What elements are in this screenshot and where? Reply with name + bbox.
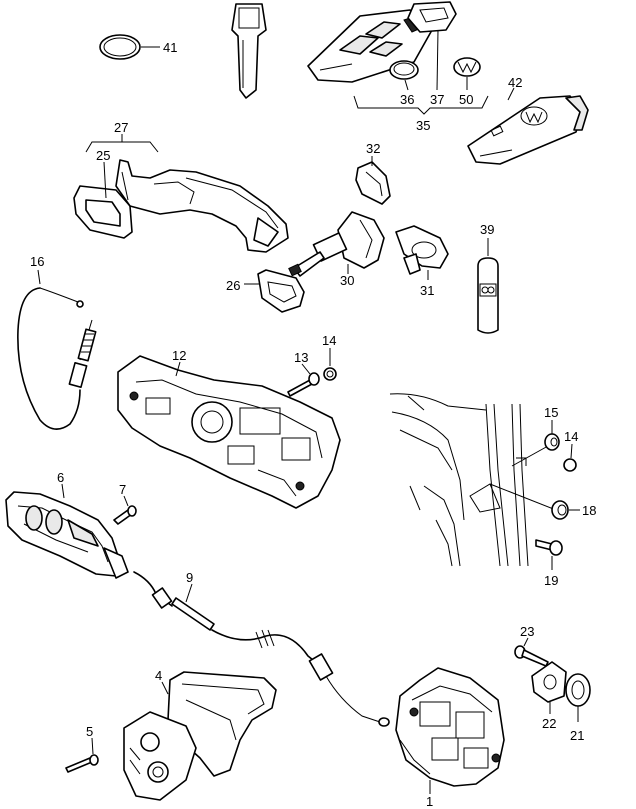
callout-35: 35 bbox=[416, 118, 430, 133]
callout-14-lower: 14 bbox=[564, 429, 578, 444]
callout-42: 42 bbox=[508, 75, 522, 90]
part-14-nut-upper bbox=[323, 348, 337, 381]
part-25-gasket bbox=[73, 161, 133, 239]
part-12-carrier bbox=[117, 355, 341, 509]
part-16-bowden-cable bbox=[17, 269, 97, 430]
part-21-cover bbox=[565, 673, 591, 722]
part-14-nut-lower bbox=[563, 443, 577, 472]
callout-23: 23 bbox=[520, 624, 534, 639]
callout-21: 21 bbox=[570, 728, 584, 743]
part-41-o-ring bbox=[99, 34, 160, 60]
part-42-keyless-fob bbox=[467, 87, 589, 165]
callout-15: 15 bbox=[544, 405, 558, 420]
callout-39: 39 bbox=[480, 222, 494, 237]
callout-7: 7 bbox=[119, 482, 126, 497]
callout-14-upper: 14 bbox=[322, 333, 336, 348]
callout-12: 12 bbox=[172, 348, 186, 363]
callout-4: 4 bbox=[155, 668, 162, 683]
part-1-door-lock bbox=[395, 667, 505, 794]
part-23-bolt bbox=[514, 637, 549, 667]
callout-1: 1 bbox=[426, 794, 433, 809]
callout-50: 50 bbox=[459, 92, 473, 107]
exterior-door-handle bbox=[115, 159, 289, 253]
part-30-lock-cylinder bbox=[288, 211, 385, 277]
part-19-bolt bbox=[535, 539, 563, 570]
callout-32: 32 bbox=[366, 141, 380, 156]
part-26-gasket bbox=[244, 269, 305, 313]
part-4-bracket bbox=[123, 671, 277, 801]
callout-16: 16 bbox=[30, 254, 44, 269]
callout-13: 13 bbox=[294, 350, 308, 365]
part-22-washer bbox=[531, 661, 567, 714]
part-6-interior-handle bbox=[5, 483, 129, 579]
callout-27: 27 bbox=[114, 120, 128, 135]
part-7-screw bbox=[113, 495, 137, 525]
callout-19: 19 bbox=[544, 573, 558, 588]
door-panel-illustration bbox=[389, 393, 557, 567]
callout-37: 37 bbox=[430, 92, 444, 107]
callout-18: 18 bbox=[582, 503, 596, 518]
bracket-27 bbox=[85, 141, 159, 153]
callout-36: 36 bbox=[400, 92, 414, 107]
part-31-bearing bbox=[395, 225, 449, 280]
part-13-bolt bbox=[287, 363, 320, 397]
callout-30: 30 bbox=[340, 273, 354, 288]
part-18-cap bbox=[551, 500, 580, 520]
part-32-cap bbox=[355, 156, 391, 205]
part-39-lubricant-can bbox=[477, 238, 499, 334]
callout-26: 26 bbox=[226, 278, 240, 293]
callout-31: 31 bbox=[420, 283, 434, 298]
callout-22: 22 bbox=[542, 716, 556, 731]
part-9-bowden-cable bbox=[133, 571, 390, 727]
callout-25: 25 bbox=[96, 148, 110, 163]
callout-9: 9 bbox=[186, 570, 193, 585]
callout-5: 5 bbox=[86, 724, 93, 739]
part-5-pin bbox=[65, 737, 99, 773]
callout-6: 6 bbox=[57, 470, 64, 485]
callout-41: 41 bbox=[163, 40, 177, 55]
part-35-remote-key bbox=[307, 1, 489, 115]
part-15-grommet bbox=[544, 420, 560, 451]
key-blade bbox=[231, 3, 267, 99]
